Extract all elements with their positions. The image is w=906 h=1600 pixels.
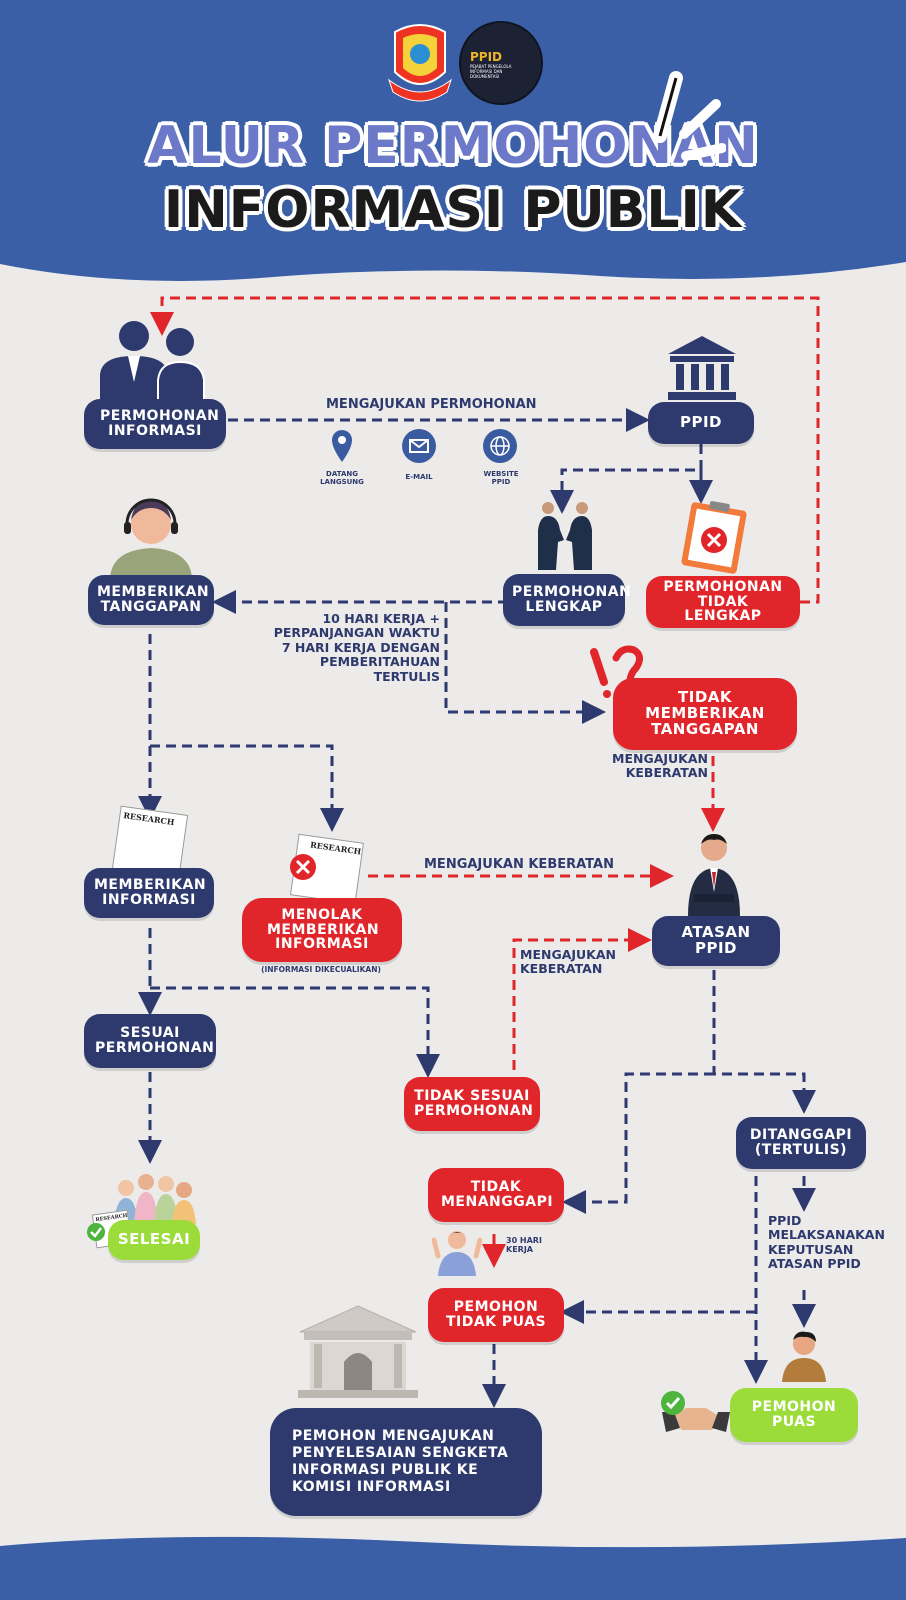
node-tidak-memberikan-tanggapan: TIDAK MEMBERIKAN TANGGAPAN — [613, 678, 797, 750]
label-mengajukan-keberatan-mid: MENGAJUKAN KEBERATAN — [424, 857, 614, 872]
label-website-ppid: WEBSITE PPID — [483, 470, 519, 487]
node-pemohon-tidak-puas: PEMOHON TIDAK PUAS — [428, 1288, 564, 1342]
node-menolak-memberikan-informasi-label: MENOLAK MEMBERIKAN INFORMASI — [267, 906, 380, 953]
rejected-clipboard-icon — [681, 501, 747, 574]
node-ppid-label: PPID — [679, 413, 723, 432]
check-icon — [661, 1391, 685, 1415]
check-icon — [87, 1223, 105, 1241]
label-30-hari-line-2: KERJA — [506, 1245, 533, 1255]
label-30-hari-line-1: 30 HARI — [506, 1236, 542, 1245]
label-30-hari-kerja: 30 HARI KERJA — [506, 1236, 542, 1254]
node-memberikan-tanggapan: MEMBERIKAN TANGGAPAN — [88, 575, 214, 625]
happy-person-icon — [782, 1331, 826, 1382]
label-keberatan-lower-line-2: KEBERATAN — [520, 961, 603, 977]
email-icon — [402, 429, 436, 463]
label-mengajukan-keberatan-lower: MENGAJUKAN KEBERATAN — [520, 947, 616, 977]
label-waktu-line-1: 10 HARI KERJA + — [322, 611, 440, 626]
label-datang-langsung: DATANG LANGSUNG — [320, 470, 364, 487]
node-tidak-memberikan-tanggapan-label: TIDAK MEMBERIKAN TANGGAPAN — [645, 688, 765, 738]
node-pemohon-mengajukan-sengketa-label: PEMOHON MENGAJUKAN PENYELESAIAN SENGKETA… — [292, 1428, 509, 1495]
node-permohonan-informasi: PERMOHONAN INFORMASI — [84, 399, 226, 449]
node-pemohon-tidak-puas-label: PEMOHON TIDAK PUAS — [445, 1299, 547, 1330]
node-ditanggapi-tertulis-label: DITANGGAPI (TERTULIS) — [749, 1127, 853, 1158]
node-memberikan-informasi-label: MEMBERIKAN INFORMASI — [94, 877, 207, 908]
label-ppid-melaksanakan-line-3: KEPUTUSAN — [768, 1241, 854, 1257]
ppid-logo: PPID PEJABAT PENGELOLA INFORMASI DAN DOK… — [459, 21, 543, 105]
node-tidak-menanggapi-label: TIDAK MENANGGAPI — [441, 1179, 554, 1210]
node-pemohon-mengajukan-sengketa: PEMOHON MENGAJUKAN PENYELESAIAN SENGKETA… — [270, 1408, 542, 1516]
node-tidak-sesuai-permohonan-label: TIDAK SESUAI PERMOHONAN — [414, 1088, 534, 1119]
label-keberatan-right-line-2: KEBERATAN — [625, 765, 708, 781]
regional-emblem-icon — [388, 24, 452, 102]
label-mengajukan-permohonan: MENGAJUKAN PERMOHONAN — [326, 397, 537, 412]
node-memberikan-tanggapan-label: MEMBERIKAN TANGGAPAN — [97, 584, 210, 615]
node-atasan-ppid-label: ATASAN PPID — [681, 923, 751, 957]
header-band — [0, 0, 906, 281]
label-waktu-line-5: TERTULIS — [373, 668, 440, 684]
label-waktu-line-3: 7 HARI KERJA DENGAN — [281, 639, 440, 655]
ppid-logo-title: PPID — [470, 50, 503, 65]
confused-person-icon — [432, 1231, 482, 1276]
label-ppid-melaksanakan-keputusan: PPID MELAKSANAKAN KEPUTUSAN ATASAN PPID — [768, 1213, 885, 1272]
globe-icon — [483, 429, 517, 463]
government-building-icon — [668, 336, 736, 400]
customer-service-icon — [110, 498, 192, 578]
node-pemohon-puas: PEMOHON PUAS — [730, 1388, 858, 1442]
node-sesuai-permohonan: SESUAI PERMOHONAN — [84, 1014, 216, 1068]
applicants-icon — [100, 321, 205, 412]
footer-band — [0, 1536, 906, 1600]
node-permohonan-lengkap: PERMOHONAN LENGKAP — [503, 574, 632, 626]
handshake-agreement-icon — [538, 502, 592, 570]
node-atasan-ppid: ATASAN PPID — [652, 916, 780, 966]
supervisor-icon — [688, 834, 740, 916]
label-ppid-melaksanakan-line-2: MELAKSANAKAN — [768, 1227, 885, 1243]
node-tidak-sesuai-permohonan: TIDAK SESUAI PERMOHONAN — [404, 1077, 540, 1131]
node-permohonan-tidak-lengkap-label: PERMOHONAN TIDAK LENGKAP — [663, 578, 783, 625]
label-informasi-dikecualikan: (INFORMASI DIKECUALIKAN) — [261, 965, 381, 974]
reject-x-icon — [290, 854, 316, 880]
node-menolak-memberikan-informasi: MENOLAK MEMBERIKAN INFORMASI — [242, 898, 402, 962]
court-building-icon — [298, 1305, 418, 1398]
label-ppid-melaksanakan-line-1: PPID — [768, 1213, 802, 1228]
node-tidak-menanggapi: TIDAK MENANGGAPI — [428, 1168, 564, 1222]
handshake-icon — [662, 1408, 730, 1432]
title-line-2: INFORMASI PUBLIK — [163, 180, 743, 240]
node-permohonan-informasi-label: PERMOHONAN INFORMASI — [100, 408, 220, 439]
node-selesai: SELESAI — [108, 1220, 200, 1260]
label-waktu-line-2: PERPANJANGAN WAKTU — [273, 625, 440, 641]
node-selesai-label: SELESAI — [117, 1230, 191, 1249]
label-waktu-line-4: PEMBERITAHUAN — [319, 654, 440, 670]
node-ditanggapi-tertulis: DITANGGAPI (TERTULIS) — [736, 1117, 866, 1169]
node-permohonan-lengkap-label: PERMOHONAN LENGKAP — [512, 584, 632, 615]
node-pemohon-puas-label: PEMOHON PUAS — [751, 1399, 837, 1430]
celebrating-people-icon — [114, 1174, 196, 1224]
label-keberatan-lower-line-1: MENGAJUKAN — [520, 947, 616, 962]
node-sesuai-permohonan-label: SESUAI PERMOHONAN — [95, 1025, 215, 1056]
label-keberatan-right-line-1: MENGAJUKAN — [612, 751, 708, 766]
label-mengajukan-keberatan-right: MENGAJUKAN KEBERATAN — [598, 751, 708, 781]
burst-lines-icon — [653, 71, 726, 161]
ppid-logo-subtitle: PEJABAT PENGELOLA INFORMASI DAN DOKUMENT… — [470, 64, 512, 79]
label-email: E-MAIL — [405, 473, 433, 481]
location-pin-icon — [332, 430, 352, 462]
node-permohonan-tidak-lengkap: PERMOHONAN TIDAK LENGKAP — [646, 576, 800, 628]
label-ppid-melaksanakan-line-4: ATASAN PPID — [768, 1256, 861, 1272]
label-waktu-tanggapan: 10 HARI KERJA + PERPANJANGAN WAKTU 7 HAR… — [264, 611, 440, 684]
node-ppid: PPID — [648, 402, 754, 444]
node-memberikan-informasi: MEMBERIKAN INFORMASI — [84, 868, 214, 918]
